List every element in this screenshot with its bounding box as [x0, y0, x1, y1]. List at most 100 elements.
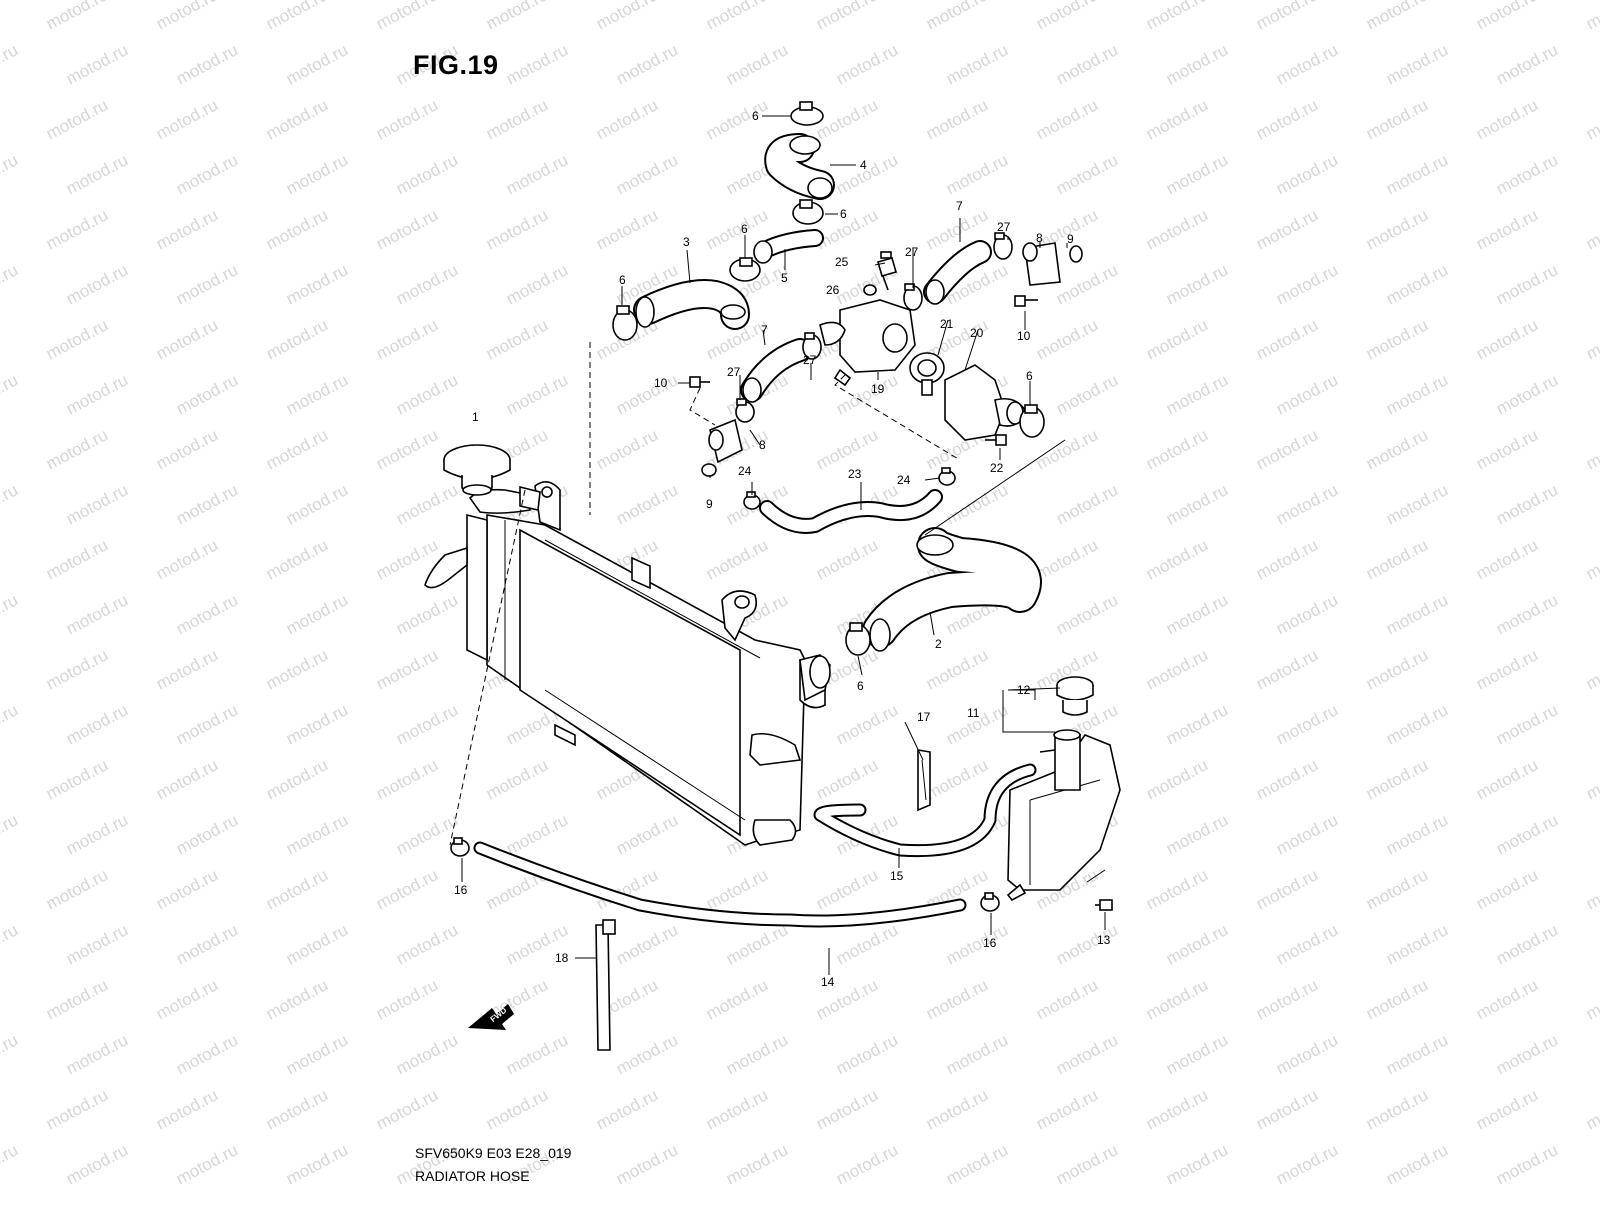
watermark-text: motod.ru — [283, 1140, 351, 1188]
watermark-text: motod.ru — [1583, 645, 1600, 693]
cable-tie-18[interactable] — [595, 919, 616, 1051]
part-label-18[interactable]: 18 — [555, 951, 569, 965]
part-label-1[interactable]: 1 — [472, 410, 479, 424]
clamp-6-upper[interactable] — [792, 199, 824, 225]
clamp-6-right[interactable] — [1019, 404, 1045, 438]
breather-hose-15[interactable] — [813, 763, 1037, 858]
bolt-10-lower[interactable] — [689, 376, 710, 388]
part-label-12[interactable]: 12 — [1017, 683, 1031, 697]
watermark-text: motod.ru — [1163, 700, 1231, 748]
part-label-10a[interactable]: 10 — [1017, 329, 1031, 343]
watermark-text: motod.ru — [1583, 95, 1600, 143]
part-label-16a[interactable]: 16 — [454, 883, 468, 897]
bypass-hose-23[interactable] — [759, 489, 943, 534]
part-label-3[interactable]: 3 — [683, 235, 690, 249]
watermark-text: motod.ru — [1363, 315, 1431, 363]
part-label-5[interactable]: 5 — [781, 271, 788, 285]
o-ring-9-upper[interactable] — [1069, 245, 1083, 263]
clamp-16-left[interactable] — [450, 837, 470, 857]
part-label-25[interactable]: 25 — [835, 255, 849, 269]
watermark-text: motod.ru — [1363, 205, 1431, 253]
part-label-6c[interactable]: 6 — [741, 222, 748, 236]
part-label-27d[interactable]: 27 — [727, 365, 741, 379]
watermark-text: motod.ru — [0, 480, 21, 528]
part-label-24a[interactable]: 24 — [738, 464, 752, 478]
clamp-6-bottom[interactable] — [845, 622, 871, 656]
watermark-text: motod.ru — [1033, 425, 1101, 473]
part-label-13[interactable]: 13 — [1097, 933, 1111, 947]
clamp-17[interactable] — [917, 749, 931, 812]
part-label-7b[interactable]: 7 — [761, 323, 768, 337]
reservoir-tank[interactable] — [1006, 729, 1121, 902]
watermark-text: motod.ru — [593, 95, 661, 143]
clamp-27-d[interactable] — [735, 398, 755, 423]
part-label-14[interactable]: 14 — [821, 975, 835, 989]
watermark-text: motod.ru — [1053, 1140, 1121, 1188]
part-label-8a[interactable]: 8 — [1036, 231, 1043, 245]
part-label-4[interactable]: 4 — [860, 158, 867, 172]
thermostat[interactable] — [909, 352, 945, 396]
part-label-6b[interactable]: 6 — [840, 207, 847, 221]
watermark-text: motod.ru — [63, 700, 131, 748]
clamp-6-left[interactable] — [612, 305, 638, 341]
pipe-5[interactable] — [753, 229, 824, 264]
part-label-6a[interactable]: 6 — [752, 109, 759, 123]
part-label-10b[interactable]: 10 — [654, 376, 668, 390]
watermark-text: motod.ru — [833, 1030, 901, 1078]
part-label-6d[interactable]: 6 — [619, 273, 626, 287]
part-label-20[interactable]: 20 — [970, 326, 984, 340]
part-label-27a[interactable]: 27 — [905, 245, 919, 259]
reservoir-cap[interactable] — [1056, 676, 1094, 716]
part-label-2[interactable]: 2 — [935, 637, 942, 651]
bolt-13[interactable] — [1095, 899, 1113, 911]
part-label-8b[interactable]: 8 — [759, 438, 766, 452]
part-label-27c[interactable]: 27 — [803, 353, 817, 367]
thermostat-case[interactable] — [819, 299, 916, 387]
part-label-17[interactable]: 17 — [917, 710, 931, 724]
part-label-27b[interactable]: 27 — [997, 220, 1011, 234]
part-label-9a[interactable]: 9 — [1067, 232, 1074, 246]
watermark-text: motod.ru — [1493, 1030, 1561, 1078]
clamp-6-top[interactable] — [790, 101, 824, 126]
washer-26[interactable] — [863, 284, 877, 296]
outlet-pipe[interactable] — [799, 654, 831, 702]
part-label-7a[interactable]: 7 — [956, 199, 963, 213]
temp-sensor-25[interactable] — [877, 251, 897, 291]
clamp-27-c[interactable] — [802, 332, 822, 360]
radiator-hose-7-upper[interactable] — [923, 240, 992, 305]
part-label-19[interactable]: 19 — [871, 382, 885, 396]
bolt-10-upper[interactable] — [1014, 295, 1038, 307]
radiator-hose-7-lower[interactable] — [740, 338, 812, 403]
part-label-9b[interactable]: 9 — [706, 497, 713, 511]
clamp-16-right[interactable] — [980, 892, 1000, 912]
part-label-16b[interactable]: 16 — [983, 936, 997, 950]
part-label-6e[interactable]: 6 — [1026, 369, 1033, 383]
watermark-text: motod.ru — [173, 920, 241, 968]
radiator-cap[interactable] — [443, 444, 511, 496]
overflow-hose-14[interactable] — [473, 841, 967, 928]
fitting-8-lower[interactable] — [708, 418, 743, 464]
part-label-23[interactable]: 23 — [848, 467, 862, 481]
part-label-21[interactable]: 21 — [940, 317, 954, 331]
watermark-text: motod.ru — [63, 370, 131, 418]
radiator-hose-4[interactable] — [764, 133, 835, 200]
watermark-text: motod.ru — [1583, 205, 1600, 253]
part-label-11[interactable]: 11 — [967, 706, 980, 720]
bolt-22[interactable] — [985, 434, 1007, 446]
part-label-24b[interactable]: 24 — [897, 473, 911, 487]
o-ring-9-lower[interactable] — [701, 463, 717, 477]
part-label-22[interactable]: 22 — [990, 461, 1004, 475]
part-label-6f[interactable]: 6 — [857, 679, 864, 693]
thermostat-cover[interactable] — [944, 364, 1026, 441]
part-label-26[interactable]: 26 — [826, 283, 840, 297]
radiator-hose-3[interactable] — [633, 279, 750, 330]
clamp-24-right[interactable] — [938, 467, 956, 486]
fitting-8-upper[interactable] — [1022, 242, 1061, 286]
clamp-27-b[interactable] — [993, 232, 1013, 260]
leader-lines — [461, 115, 1106, 975]
part-label-15[interactable]: 15 — [890, 869, 904, 883]
watermark-text: motod.ru — [0, 1030, 21, 1078]
radiator-hose-2[interactable] — [862, 527, 1042, 652]
clamp-6-mid[interactable] — [729, 257, 761, 282]
watermark-text: motod.ru — [0, 40, 21, 88]
